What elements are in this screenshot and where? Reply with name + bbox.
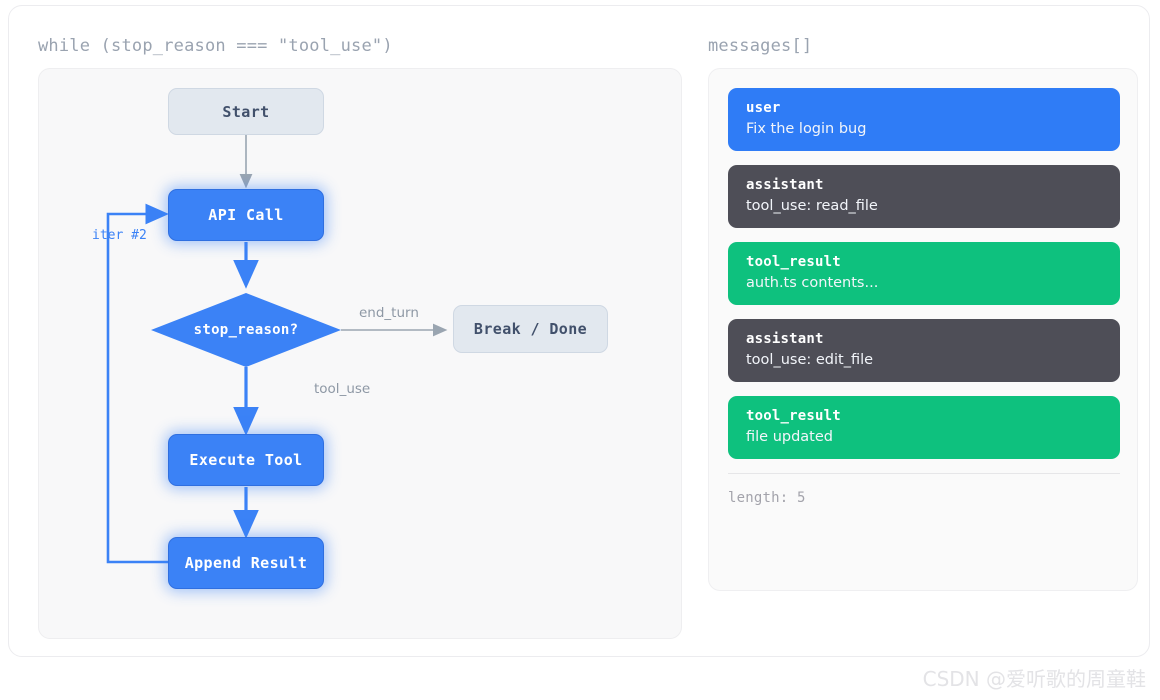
message-card-tool-result-1[interactable]: tool_result auth.ts contents...: [728, 242, 1120, 305]
message-body-text: file updated: [746, 429, 833, 445]
edge-label-iteration: iter #2: [92, 228, 147, 243]
message-body-text: tool_use: edit_file: [746, 352, 874, 368]
flow-node-append-result-label: Append Result: [184, 554, 308, 572]
flowchart-panel: Start API Call stop_reason? Break / Done…: [38, 68, 682, 639]
messages-panel: user Fix the login bug assistant tool_us…: [708, 68, 1138, 591]
messages-title: messages[]: [708, 36, 813, 56]
message-body-text: auth.ts contents...: [746, 275, 879, 291]
message-role-label: tool_result: [746, 254, 841, 270]
message-card-user[interactable]: user Fix the login bug: [728, 88, 1120, 151]
flow-node-start-label: Start: [222, 102, 270, 121]
message-body-text: tool_use: read_file: [746, 198, 878, 214]
messages-length-label: length: 5: [728, 490, 806, 506]
message-role-label: assistant: [746, 331, 824, 347]
messages-divider: [728, 473, 1120, 474]
flow-node-execute-tool-label: Execute Tool: [189, 451, 303, 469]
edge-label-end-turn: end_turn: [359, 305, 419, 321]
flow-node-break-done[interactable]: Break / Done: [453, 305, 608, 353]
flowchart-title: while (stop_reason === "tool_use"): [38, 36, 393, 56]
edge-label-tool-use: tool_use: [314, 381, 371, 397]
watermark: CSDN @爱听歌的周童鞋: [922, 667, 1146, 691]
edge-loop-back: [106, 203, 169, 564]
message-role-label: assistant: [746, 177, 824, 193]
flowchart-edges: [106, 135, 448, 564]
flow-node-break-done-label: Break / Done: [473, 320, 588, 338]
flow-node-start[interactable]: Start: [168, 88, 324, 135]
flow-node-execute-tool[interactable]: Execute Tool: [168, 434, 324, 486]
message-role-label: user: [746, 100, 781, 116]
flow-node-decision[interactable]: stop_reason?: [151, 293, 341, 367]
flow-node-api-call-label: API Call: [208, 206, 284, 224]
flow-node-api-call[interactable]: API Call: [168, 189, 324, 241]
flow-node-decision-label: stop_reason?: [193, 322, 299, 338]
message-body-text: Fix the login bug: [746, 121, 867, 137]
message-role-label: tool_result: [746, 408, 841, 424]
flow-node-append-result[interactable]: Append Result: [168, 537, 324, 589]
message-card-assistant-2[interactable]: assistant tool_use: edit_file: [728, 319, 1120, 382]
message-card-tool-result-2[interactable]: tool_result file updated: [728, 396, 1120, 459]
message-card-assistant-1[interactable]: assistant tool_use: read_file: [728, 165, 1120, 228]
main-card: while (stop_reason === "tool_use") messa…: [8, 5, 1150, 657]
